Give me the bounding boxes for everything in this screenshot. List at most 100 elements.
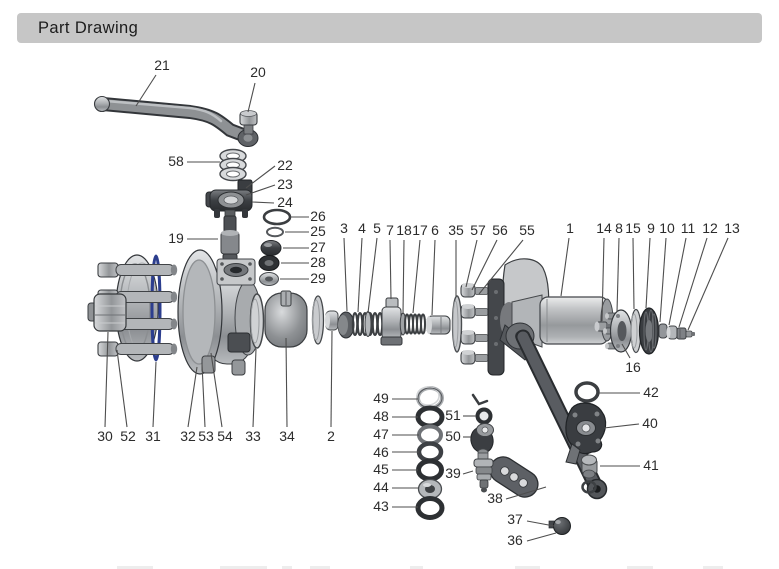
callout-36: 36: [507, 532, 523, 548]
part-cylinder-1: [539, 296, 609, 345]
callout-37: 37: [507, 511, 523, 527]
callout-23: 23: [277, 176, 293, 192]
callout-2: 2: [327, 428, 335, 444]
part-spacer-10: [658, 323, 668, 339]
leader-line-18: [402, 239, 405, 315]
leader-line-52: [116, 349, 128, 428]
leader-line-22: [245, 165, 276, 189]
part-fitting-39: [473, 448, 494, 493]
callout-58: 58: [168, 153, 184, 169]
leader-line-6: [431, 239, 436, 316]
leader-line-16: [621, 343, 631, 359]
part-ring-46: [416, 441, 444, 463]
callout-57: 57: [470, 222, 486, 238]
part-gasket-blue: [150, 254, 162, 362]
leader-line-40: [603, 423, 640, 429]
callout-54: 54: [217, 428, 233, 444]
leader-line-4: [357, 237, 363, 313]
callout-16: 16: [625, 359, 641, 375]
callout-20: 20: [250, 64, 266, 80]
callout-33: 33: [245, 428, 261, 444]
callout-4: 4: [358, 220, 366, 236]
leader-line-8: [616, 237, 620, 313]
part-disc-35: [451, 295, 463, 353]
callout-9: 9: [647, 220, 655, 236]
callout-7: 7: [386, 222, 394, 238]
callout-26: 26: [310, 208, 326, 224]
part-spring-17: [404, 313, 426, 335]
part-washers-stack: [219, 148, 247, 182]
leader-line-7: [389, 239, 392, 300]
leader-line-24: [251, 201, 275, 204]
callout-1: 1: [566, 220, 574, 236]
callout-27: 27: [310, 239, 326, 255]
part-flange-hub-nut: [87, 293, 127, 332]
callout-42: 42: [643, 384, 659, 400]
part-nut-12: [676, 327, 687, 340]
callout-56: 56: [492, 222, 508, 238]
callout-43: 43: [373, 498, 389, 514]
part-boot-9: [638, 307, 660, 355]
callout-51: 51: [445, 407, 461, 423]
callout-40: 40: [642, 415, 658, 431]
part-valve-body: [177, 249, 262, 376]
part-washer-27: [260, 240, 282, 256]
part-ring-51: [475, 407, 493, 425]
callout-17: 17: [412, 222, 428, 238]
callout-55: 55: [519, 222, 535, 238]
callout-35: 35: [448, 222, 464, 238]
part-oring-25: [266, 226, 284, 238]
callout-3: 3: [340, 220, 348, 236]
leader-line-55: [478, 239, 524, 295]
callout-8: 8: [615, 220, 623, 236]
part-ring-47: [417, 424, 443, 446]
callout-29: 29: [310, 270, 326, 286]
leader-line-39: [462, 470, 474, 475]
callout-14: 14: [596, 220, 612, 236]
callout-52: 52: [120, 428, 136, 444]
part-oring-42: [574, 381, 600, 403]
leader-line-12: [678, 237, 708, 328]
leader-line-14: [601, 237, 605, 322]
leader-line-1: [560, 237, 570, 297]
leader-line-15: [632, 237, 635, 310]
callout-41: 41: [643, 457, 659, 473]
part-pin-13: [685, 330, 695, 338]
part-handle-bolt: [239, 110, 258, 135]
leader-line-11: [668, 237, 687, 326]
part-cam-40: [565, 402, 607, 465]
callout-18: 18: [396, 222, 412, 238]
part-handle-lever: [93, 95, 259, 147]
leader-line-33: [252, 348, 257, 428]
callout-31: 31: [145, 428, 161, 444]
leader-line-31: [152, 361, 157, 428]
part-seat-right: [311, 295, 325, 345]
leader-line-21: [135, 74, 157, 107]
part-washer-28: [258, 255, 280, 271]
callout-22: 22: [277, 157, 293, 173]
leader-line-32: [187, 366, 198, 428]
callout-15: 15: [625, 220, 641, 236]
part-oring-below-41: [581, 480, 597, 494]
callout-39: 39: [445, 465, 461, 481]
part-ball-stud-36: [548, 517, 571, 535]
leader-line-9: [645, 237, 651, 309]
leader-line-13: [687, 237, 729, 331]
part-ring-43: [415, 496, 445, 520]
page-title: Part Drawing: [38, 19, 139, 37]
callout-12: 12: [702, 220, 718, 236]
leader-line-56: [471, 239, 498, 291]
part-spacer-11: [666, 325, 678, 340]
leader-line-23: [245, 184, 276, 196]
callout-19: 19: [168, 230, 184, 246]
part-clamp-block: [205, 179, 253, 218]
leader-line-36: [526, 532, 557, 542]
callout-30: 30: [97, 428, 113, 444]
part-cam-50: [470, 423, 494, 454]
part-cotter-pin: [471, 393, 489, 406]
part-washer-44: [417, 478, 443, 500]
callout-38: 38: [487, 490, 503, 506]
